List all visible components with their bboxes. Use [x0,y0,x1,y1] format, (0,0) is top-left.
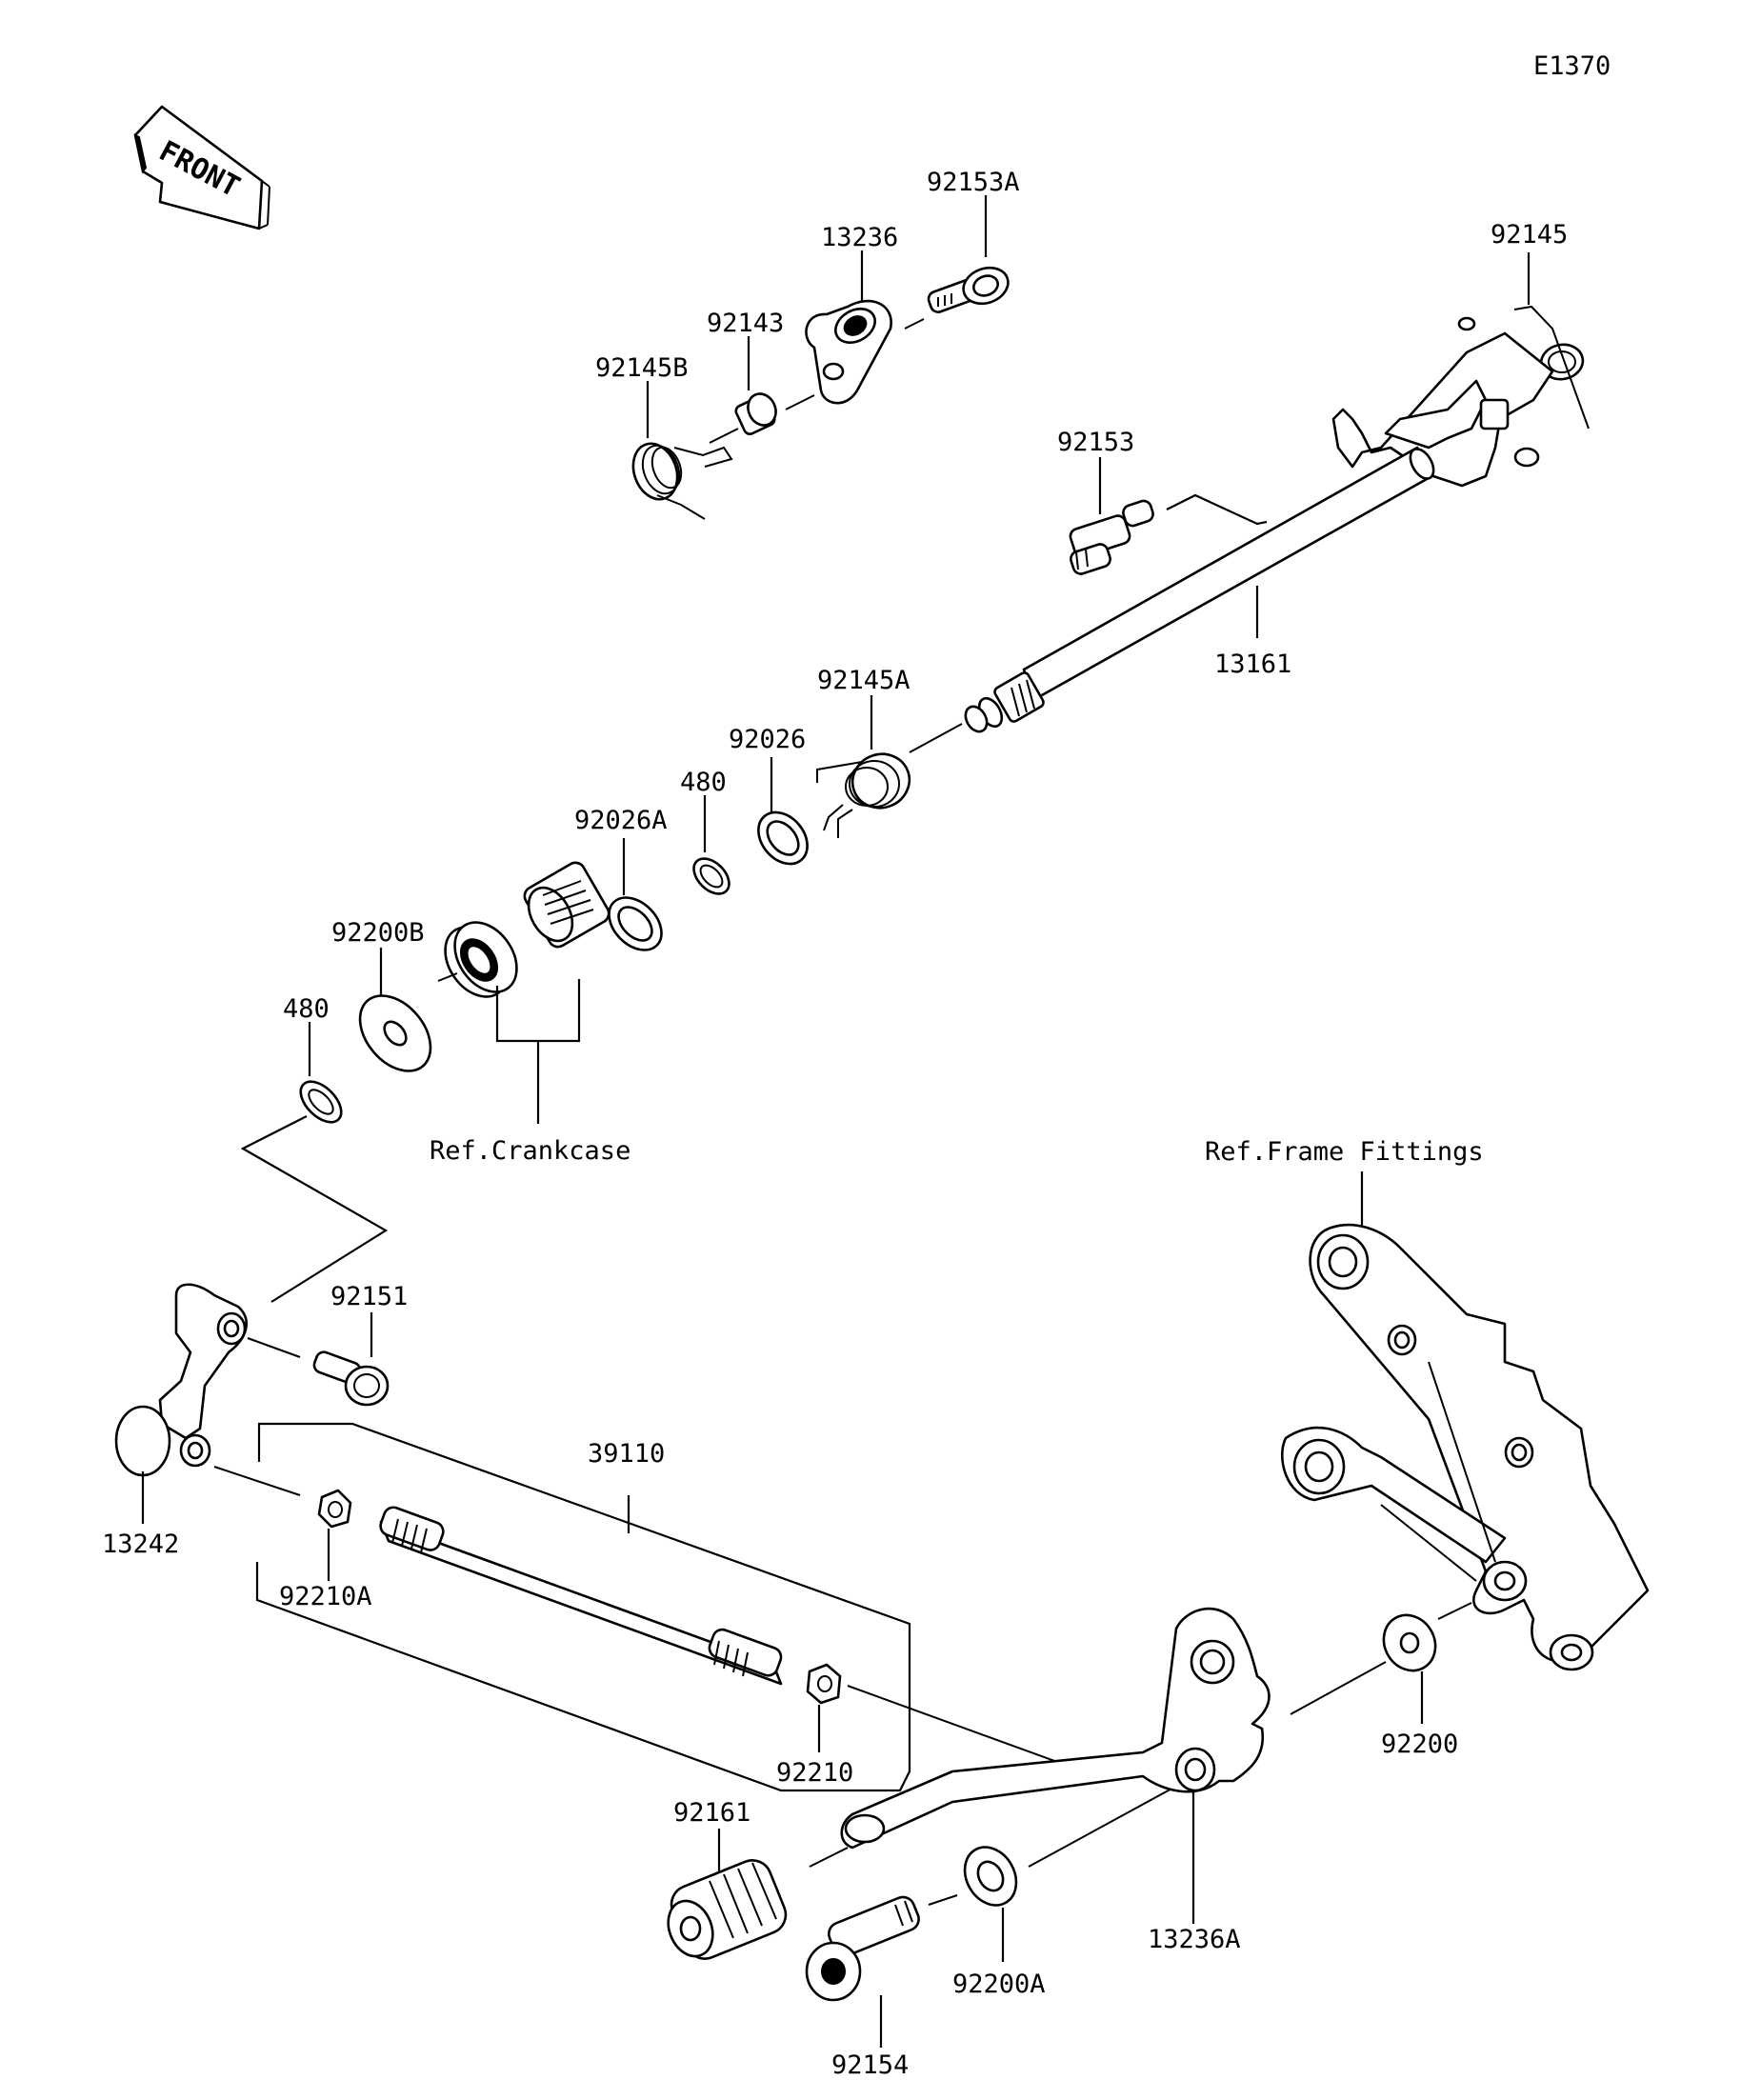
part-92210A-nut [317,1489,352,1581]
part-label-92145B: 92145B [595,353,689,383]
part-label-92210: 92210 [776,1758,853,1788]
part-label-92026: 92026 [729,725,806,754]
part-13236-arm [805,250,925,405]
ref-frame-fittings-bracket [1281,1171,1650,1671]
part-92154-bolt [805,1894,958,2048]
part-label-13236: 13236 [821,223,898,252]
part-13236A-shift-pedal [840,1607,1271,1924]
part-13242-lever [114,1283,248,1524]
part-label-92161: 92161 [673,1798,750,1828]
part-92200A-washer [963,1780,1187,1962]
part-92151-bolt [247,1312,390,1407]
tie-rod [379,1506,783,1686]
part-label-92200: 92200 [1381,1730,1458,1759]
part-92161-rubber [667,1829,849,1960]
front-arrow-icon: FRONT [133,105,270,230]
part-label-92153A: 92153A [927,168,1020,197]
oil-seal [437,921,518,998]
part-92026A-washer [608,838,663,951]
part-92153-bolt [1069,457,1268,575]
ref-crankcase-bracket [495,979,581,1124]
part-label-92145A: 92145A [817,666,911,695]
part-92145B-spring [631,381,739,520]
ref-crankcase-label: Ref.Crankcase [430,1136,630,1166]
part-92153A-bolt [927,195,1010,313]
part-label-92153: 92153 [1057,428,1134,457]
part-label-13161: 13161 [1214,650,1291,679]
part-39110-bracket [213,1422,911,1792]
part-label-480-lower: 480 [283,994,330,1024]
part-label-92145: 92145 [1491,220,1568,250]
ref-frame-fittings-label: Ref.Frame Fittings [1205,1137,1484,1167]
part-92210-nut [806,1663,1111,1782]
diagram-code: E1370 [1533,51,1611,81]
part-label-92143: 92143 [707,309,784,338]
part-label-13236A: 13236A [1148,1925,1241,1954]
part-label-480-upper: 480 [680,768,727,797]
part-label-92026A: 92026A [574,806,668,835]
part-label-92200B: 92200B [331,918,425,948]
part-13161-shift-shaft [909,316,1554,753]
part-label-92154: 92154 [831,2050,909,2080]
part-label-92151: 92151 [330,1282,408,1311]
part-92145A-spring [816,695,911,838]
part-92143-collar [734,336,815,436]
part-92200B-washer [358,948,432,1072]
part-92200-washer [1290,1602,1472,1724]
part-480-circlip-upper [692,795,730,895]
part-label-92210A: 92210A [279,1582,372,1611]
part-92026-washer [757,757,809,866]
needle-bearing [523,861,610,949]
part-label-13242: 13242 [102,1530,179,1559]
part-label-92200A: 92200A [952,1970,1046,1999]
part-label-39110: 39110 [588,1439,665,1469]
part-480-circlip-lower [240,1022,389,1303]
